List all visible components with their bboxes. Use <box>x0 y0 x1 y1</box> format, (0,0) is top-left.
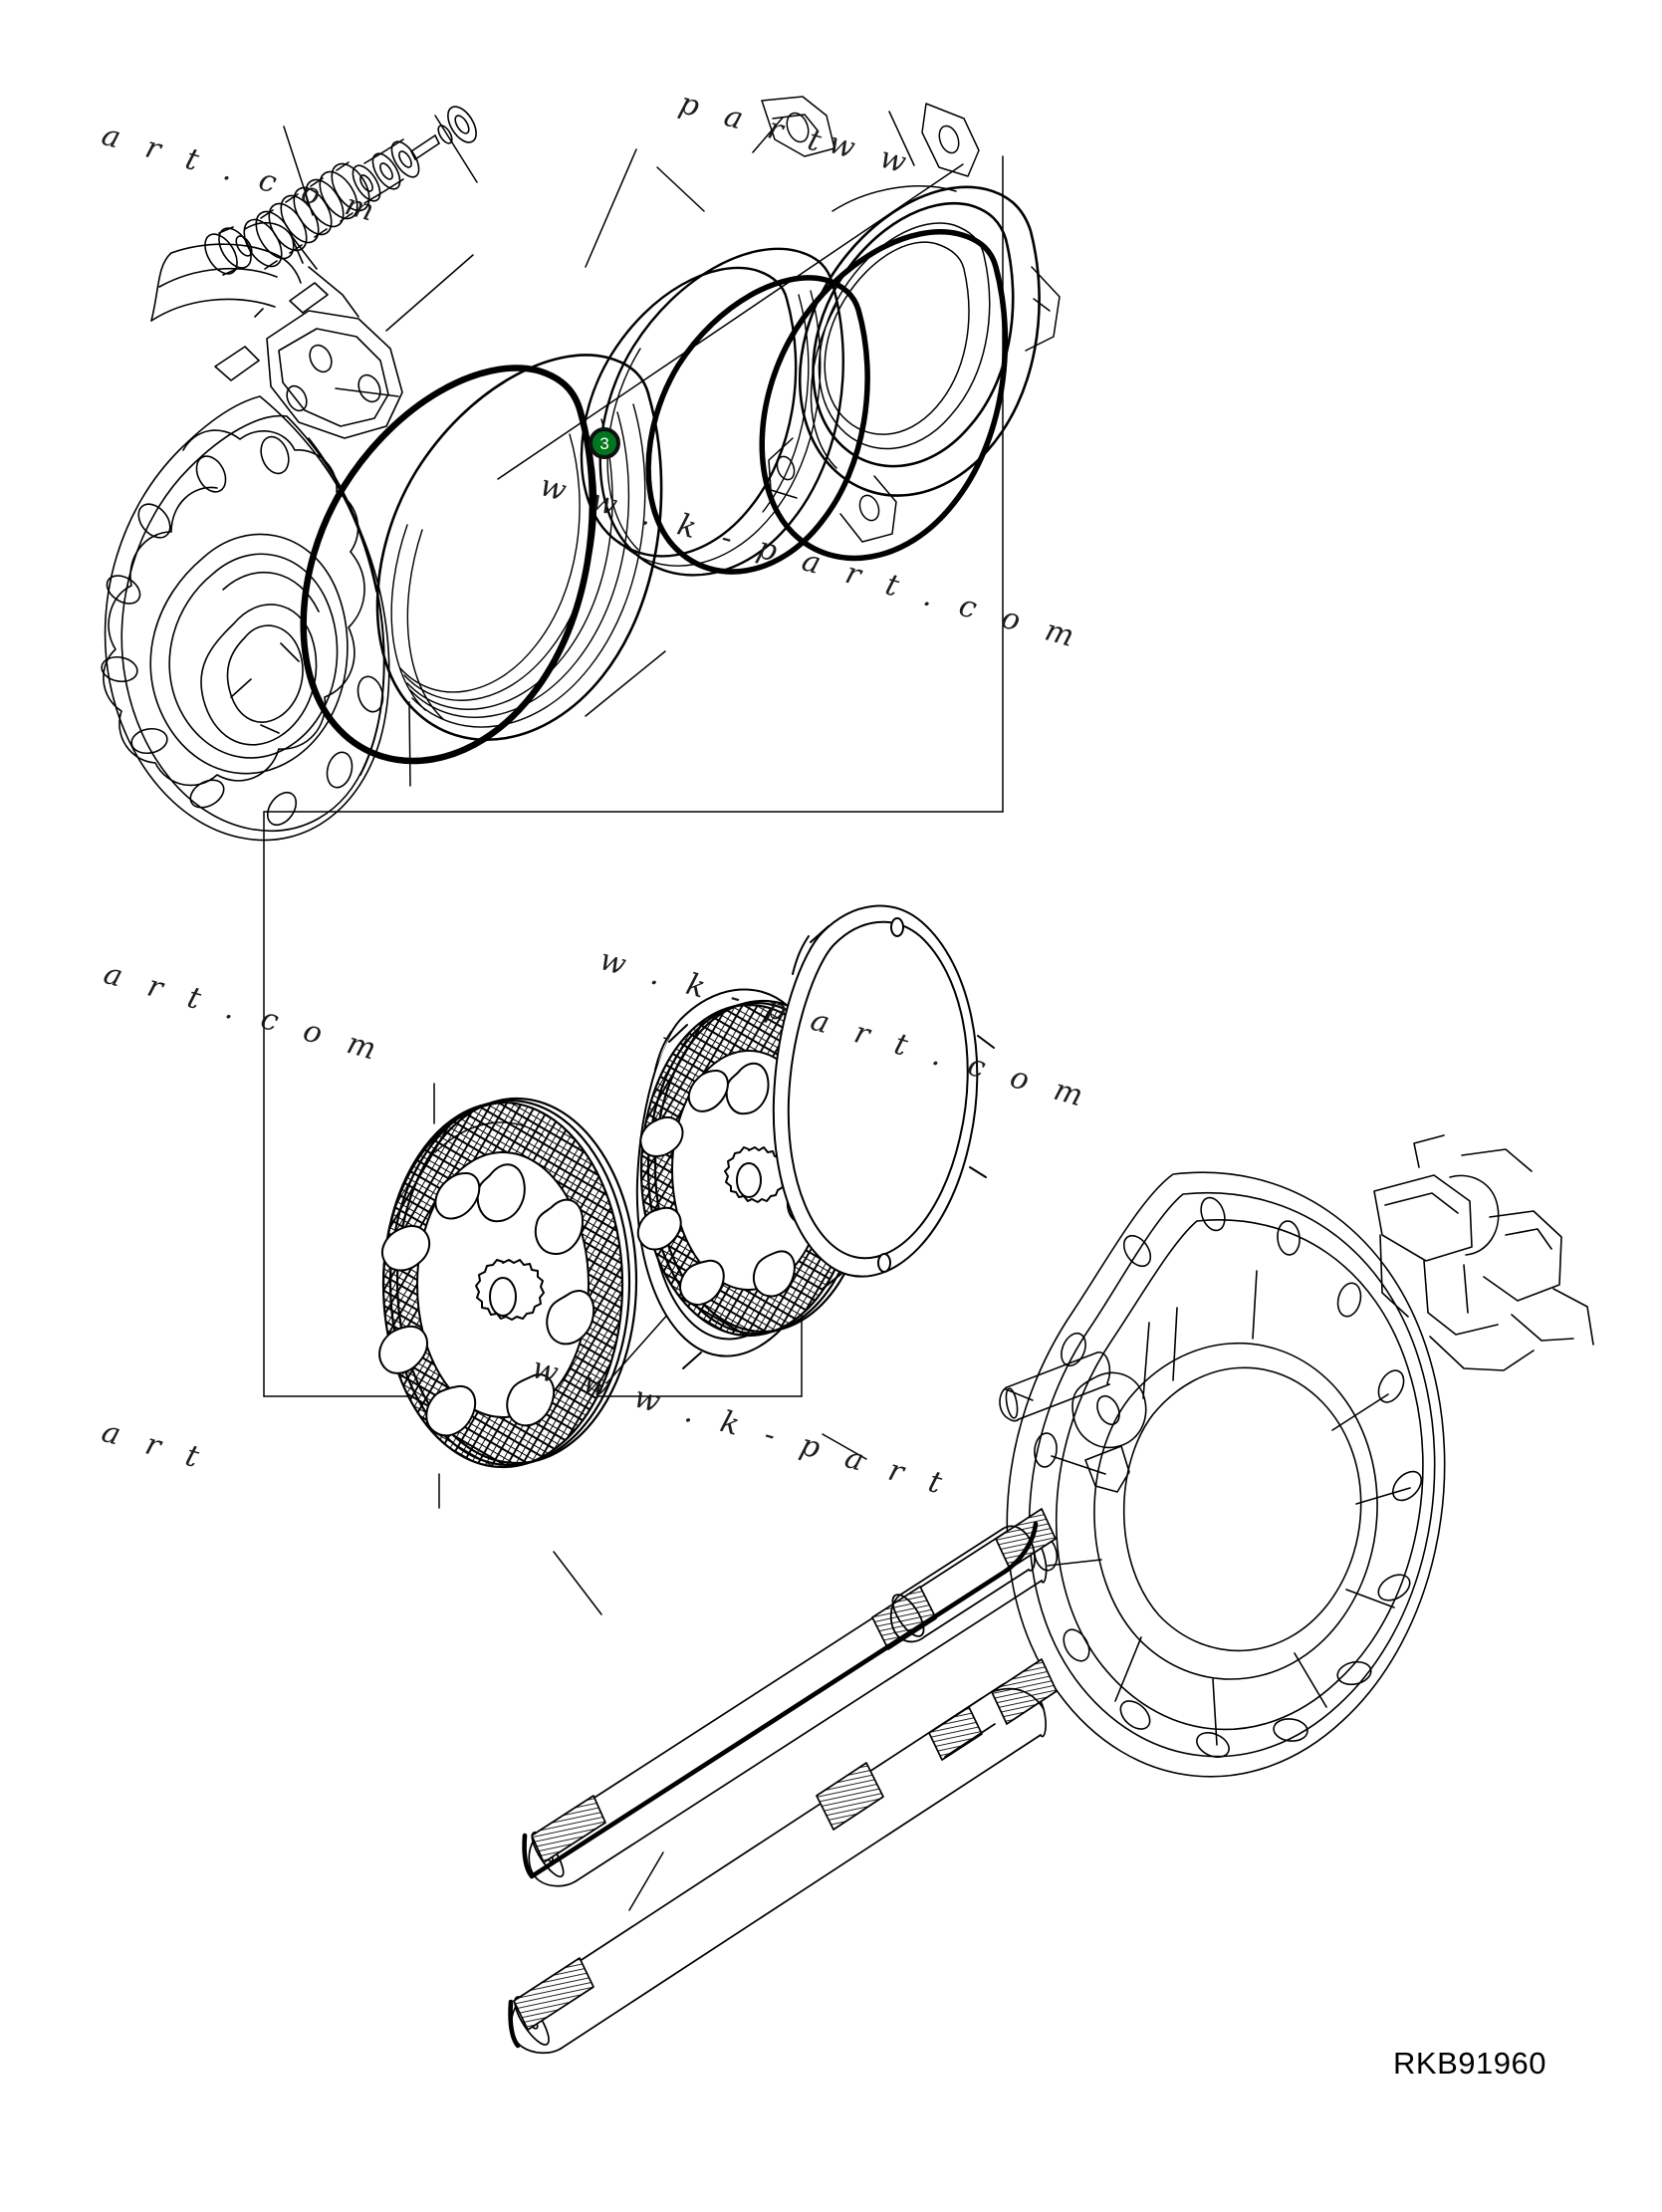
callout-badge-3[interactable]: 3 <box>589 427 620 459</box>
housing-flange-detail <box>761 96 1061 543</box>
axle-shaft-upper <box>528 1508 1057 1887</box>
dowel-pin <box>999 1352 1111 1422</box>
o-ring-seal-outer <box>300 365 596 765</box>
washer-group <box>352 138 420 204</box>
o-ring-seal-mid <box>645 275 870 575</box>
brake-backing-plate <box>772 904 995 1290</box>
differential-carrier-housing <box>999 1134 1594 1778</box>
brake-cylinder-sleeve <box>580 247 844 577</box>
axle-shaft-silhouette <box>522 1521 1039 1879</box>
axle-shaft-lower <box>510 1658 1058 2055</box>
spring-washer-stack <box>204 106 477 276</box>
drawing-number: RKB91960 <box>1393 2046 1546 2081</box>
wheel-hub-assembly <box>101 222 403 842</box>
o-ring-seal-inner <box>759 229 1009 562</box>
retainer-bolt <box>410 106 477 160</box>
splined-shaft-coupler <box>889 1525 1036 1643</box>
callout-badge-label: 3 <box>599 433 609 453</box>
friction-brake-disc-front <box>378 1097 638 1469</box>
brake-piston-ring <box>375 354 663 741</box>
piston-ring-steps <box>390 403 646 728</box>
